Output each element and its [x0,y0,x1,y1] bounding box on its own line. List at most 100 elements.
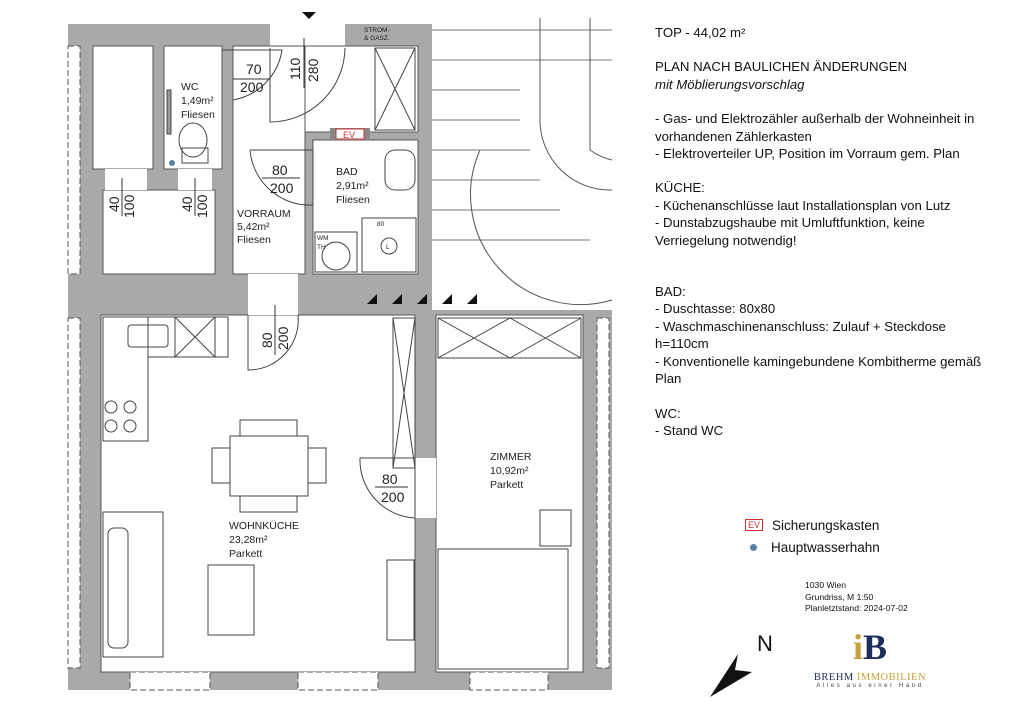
strom-gas-label: STROM- [364,27,390,34]
door-zimmer-height: 200 [381,489,405,505]
wc-heading: WC: [655,405,681,421]
wardrobe-kitchen [392,317,416,469]
logo-name-2: IMMOBILIEN [856,672,927,683]
door-entry-swing [269,47,346,123]
room-wc [163,45,223,170]
toilet-icon [178,122,208,158]
window-bottom-2 [297,671,379,691]
wm-label: WM [317,235,329,242]
plan-title: PLAN NACH BAULICHEN ÄNDERUNGEN [655,59,908,75]
kueche-heading: KÜCHE: [655,180,705,196]
door-zimmer-width: 80 [382,471,398,487]
nightstand [539,509,572,547]
wc-area: 1,49m² [181,95,214,107]
boiler-label: L [386,244,390,251]
window-right-bottom [596,317,610,669]
plan-meta: 1030 Wien Grundriss, M 1:50 Planletztsta… [805,580,908,615]
logo-tagline: Alles aus einer Hand [816,683,924,689]
door-left2-width: 40 [179,196,195,212]
window-bottom-1 [129,671,211,691]
shower-tray [361,217,417,273]
door-wc-width: 70 [246,61,262,77]
bed [437,548,569,670]
door-wc-height: 200 [240,79,264,95]
door-left1-height: 100 [121,194,137,218]
shaft-box [374,47,416,131]
entrance-opening [270,18,345,48]
sofa [102,511,164,658]
door-kitchen-height: 200 [275,326,291,350]
legend-ev-label: Sicherungskasten [772,517,880,533]
legend: EV Sicherungskasten Hauptwasserhahn [745,514,880,558]
door-left1-width: 40 [106,196,122,212]
note-kueche: - Küchenanschlüsse laut Installationspla… [655,197,951,213]
tv-unit [386,559,415,641]
vorraum-area: 5,42m² [237,221,270,233]
door-bad-width: 80 [272,162,288,178]
zimmer-floor: Parkett [490,479,523,491]
logo-mark-i: i [852,627,863,667]
wohnkueche-floor: Parkett [229,548,262,560]
note-general: - Gas- und Elektrozähler außerhalb der W… [655,111,975,144]
stair-markers [367,294,477,304]
bad-name: BAD [336,166,358,178]
wohnkueche-name: WOHNKÜCHE [229,520,299,532]
window-bottom-3 [469,671,549,691]
ev-symbol [335,128,365,140]
zimmer-area: 10,92m² [490,465,529,477]
zimmer-name: ZIMMER [490,451,532,463]
note-bad: - Waschmaschinenanschluss: Zulauf + Stec… [655,318,946,352]
note-kueche: - Dunstabzugshaube mit Umluftfunktion, k… [655,215,925,248]
bad-heading: BAD: [655,284,686,300]
note-wc: - Stand WC [655,422,724,438]
hall-shaft [304,45,419,133]
vorraum-floor: Fliesen [237,234,271,246]
stairwell [432,18,612,310]
kitchen-sink-icon [127,324,169,348]
window-left-top [67,45,81,275]
th-label: TH [317,244,326,251]
water-dot-icon [750,543,757,551]
meta-city: 1030 Wien [805,580,847,590]
storage-left [92,45,154,170]
door-entry-width: 110 [287,57,303,80]
wc-name: WC [181,81,199,93]
stair-steps [432,29,612,241]
door-bad-swing [249,149,314,206]
room-bad [312,139,419,275]
door-opening-zimmer [415,458,436,518]
coffee-table [207,564,255,636]
vorraum-name: VORRAUM [237,208,291,220]
ev-icon: EV [745,519,764,531]
door-opening-kitchen [248,274,298,315]
door-left2-height: 100 [194,194,210,218]
brehm-logo: iB BREHM IMMOBILIEN Alles aus einer Hand [808,628,932,689]
north-arrow-icon [710,654,752,697]
logo-name: BREHM [813,672,854,683]
legend-water: Hauptwasserhahn [745,536,880,558]
shower-size-label: 80 [377,221,385,228]
plan-notes: TOP - 44,02 m² PLAN NACH BAULICHEN ÄNDER… [655,24,995,439]
logo-mark-b: B [863,627,888,667]
door-zimmer-swing [359,457,416,519]
ev-label: EV [343,130,355,140]
note-bad: - Duschtasse: 80x80 [655,301,776,317]
sink-icon [384,149,416,191]
bad-floor: Fliesen [336,194,370,206]
door-wc-swing [222,49,283,101]
door-entry-height: 280 [305,58,321,82]
meta-date: Planletztstand: 2024-07-02 [805,603,908,613]
spiral-stair [539,18,613,191]
boiler-icon [380,237,398,255]
legend-ev: EV Sicherungskasten [745,514,880,536]
door-kitchen-swing [247,314,299,371]
note-bad: - Konventionelle kamingebundene Kombithe… [655,353,982,387]
entrance-arrow-icon [302,12,316,19]
kitchen-counter [102,316,149,442]
note-general: - Elektroverteiler UP, Position im Vorra… [655,146,960,162]
north-label: N [757,631,773,656]
room-zimmer [435,314,584,673]
legend-water-label: Hauptwasserhahn [771,539,880,555]
strom-gas-label-2: & GASZ. [364,35,390,42]
